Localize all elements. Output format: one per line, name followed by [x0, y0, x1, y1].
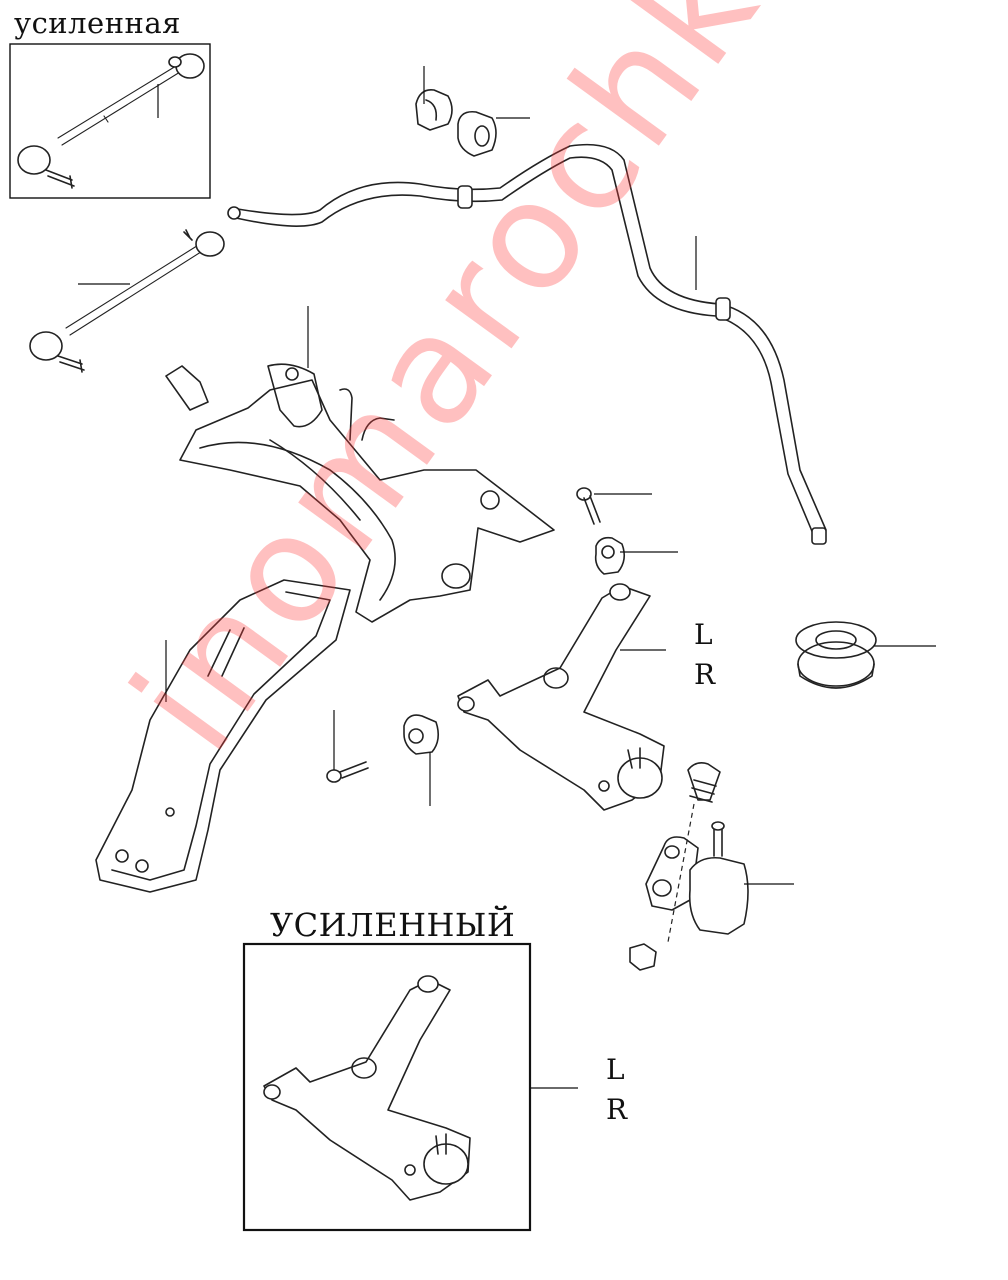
arm-bolt-lower: [326, 710, 369, 783]
ball-joint-assembly: [629, 762, 794, 971]
arm-bolt-upper: [576, 487, 652, 525]
reinforced-link-label: усиленная: [14, 6, 181, 40]
side-label-upper: L R: [694, 615, 715, 695]
stabilizer-bar: [227, 143, 827, 545]
control-arm: [457, 583, 666, 811]
skid-plate: [95, 579, 351, 893]
reinforced-link-inset: [9, 43, 211, 199]
stabilizer-bushing: [457, 110, 530, 157]
side-label-upper-r: R: [694, 658, 716, 691]
subframe-mount-bushing: [795, 621, 936, 689]
subframe: [165, 306, 555, 623]
stabilizer-bushing-clamp: [415, 66, 453, 131]
reinforced-arm-inset: [242, 942, 578, 1232]
side-label-lower: L R: [606, 1050, 627, 1130]
arm-bushing-lower: [403, 714, 440, 806]
reinforced-arm-label: УСИЛЕННЫЙ: [270, 906, 516, 944]
arm-bushing-upper: [594, 536, 678, 575]
stabilizer-link: [29, 229, 225, 373]
side-label-upper-l: L: [694, 618, 713, 651]
side-label-lower-r: R: [606, 1093, 628, 1126]
side-label-lower-l: L: [606, 1053, 625, 1086]
